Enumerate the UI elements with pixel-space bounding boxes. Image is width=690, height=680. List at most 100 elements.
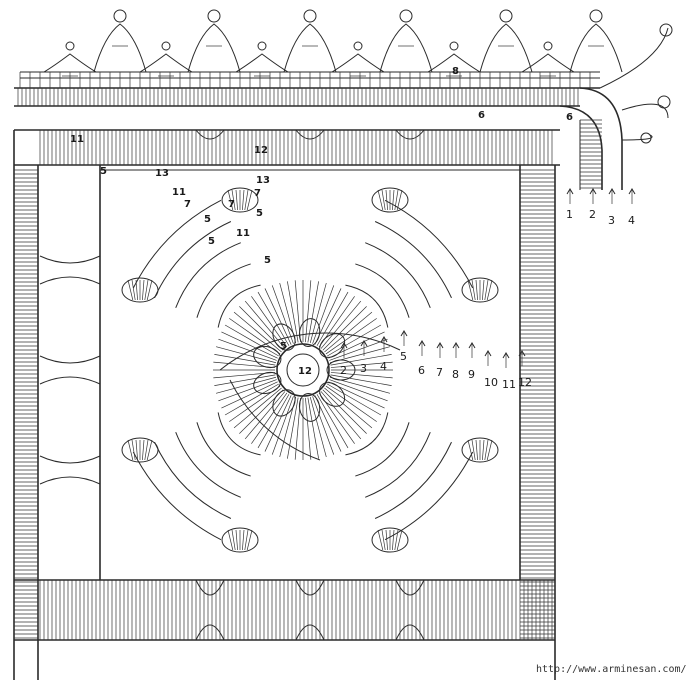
pineapple-shell (461, 437, 499, 463)
label-round-13b: 13 (256, 175, 270, 186)
label-radial-12: 12 (518, 376, 532, 389)
flower-petal (253, 345, 282, 369)
scallop-arc (43, 53, 97, 73)
fan-arch (374, 441, 452, 519)
chain-bow (395, 129, 425, 140)
radial-stitch (221, 381, 278, 409)
shell-stitch (467, 439, 474, 461)
radial-stitch (329, 379, 388, 402)
label-row-1: 1 (566, 208, 573, 221)
shell-stitch (381, 189, 386, 211)
pointer-arrow (502, 352, 510, 359)
pointer-arrow (418, 340, 426, 347)
shell-stitch (231, 189, 236, 211)
watermark: http://www.arminesan.com/ (536, 664, 687, 675)
radial-stitch (312, 396, 335, 455)
label-row-3: 3 (608, 214, 615, 227)
label-round-5e: 5 (264, 255, 271, 266)
radial-stitch (309, 282, 327, 344)
shell-stitch (135, 439, 138, 461)
radial-stitch (322, 306, 367, 351)
pineapple-shell (121, 277, 159, 303)
radial-stitch (221, 331, 278, 359)
center-flower (219, 318, 401, 461)
radial-stitch (214, 374, 276, 386)
radial-stitch (309, 396, 327, 458)
shell-stitch (486, 279, 493, 301)
shell-stitch (146, 439, 153, 461)
shell-stitch (227, 189, 234, 211)
pointer-arrow (468, 342, 476, 349)
label-round-7b: 7 (184, 199, 191, 210)
shell-stitch (244, 529, 249, 551)
label-round-5c: 5 (204, 214, 211, 225)
pineapple-shell (371, 527, 409, 553)
scallop-arc (139, 53, 193, 73)
shell-stitch (377, 529, 384, 551)
round-labels: 8 6 6 11 12 5 13 13 7 11 7 7 5 5 11 5 5 … (70, 66, 636, 391)
radial-stitch (316, 291, 349, 346)
pineapple-shell (221, 187, 259, 213)
scallop-arc (427, 53, 481, 73)
radial-stitch (327, 383, 382, 416)
shell-stitch (484, 439, 489, 461)
radial-stitch (264, 288, 292, 345)
picot-loop (543, 41, 553, 51)
pointer-arrow (484, 350, 492, 357)
flower-petal (272, 389, 296, 417)
radial-stitch (287, 397, 299, 459)
pointer-arrow (436, 342, 444, 349)
pineapple-shell (461, 277, 499, 303)
pointer-arrow (518, 350, 526, 357)
pointer-arrow (380, 336, 388, 343)
radial-stitch (271, 285, 294, 344)
radial-stitch (327, 324, 382, 357)
shell-stitch (385, 189, 388, 211)
radial-stitch (325, 318, 377, 355)
scallop-arc (283, 23, 337, 73)
shell-stitch (235, 529, 238, 551)
fan-arch (175, 242, 241, 308)
pointer-arrow (589, 188, 597, 195)
radial-stitch (329, 338, 388, 361)
label-round-11b: 11 (172, 187, 186, 198)
shell-stitch (381, 529, 386, 551)
shell-stitch (246, 529, 253, 551)
fan-arch (132, 199, 222, 289)
label-round-11a: 11 (70, 134, 84, 145)
flower-petal (319, 333, 346, 358)
label-round-13: 13 (155, 168, 169, 179)
shell-stitch (246, 189, 253, 211)
fan-arch (196, 422, 251, 477)
label-round-8: 8 (452, 66, 459, 77)
shell-stitch (486, 439, 493, 461)
shell-stitch (142, 279, 145, 301)
picot-loop (399, 9, 413, 23)
radial-stitch (320, 300, 362, 349)
radial-stitch (312, 285, 335, 344)
scallop-arc (569, 23, 623, 73)
scallop-arc (187, 23, 241, 73)
label-round-12b: 12 (298, 366, 312, 377)
radial-stitch (305, 397, 312, 460)
shell-stitch (392, 189, 395, 211)
corner-edging (559, 23, 673, 190)
label-radial-7: 7 (436, 366, 443, 379)
picot-loop (353, 41, 363, 51)
radial-stitch (324, 311, 373, 353)
label-radial-4: 4 (380, 360, 387, 373)
radial-stitch (218, 338, 277, 361)
fan-arch (175, 432, 241, 498)
fan-arch (355, 422, 410, 477)
flower-petal (298, 318, 321, 347)
top-edging (14, 9, 623, 107)
radial-stitch (251, 392, 288, 444)
shell-stitch (142, 439, 145, 461)
label-round-11c: 11 (236, 228, 250, 239)
radial-stitch (271, 396, 294, 455)
label-radial-2: 2 (340, 364, 347, 377)
radial-stitch (325, 385, 377, 422)
fan-arch (345, 284, 389, 328)
shell-stitch (242, 529, 245, 551)
radial-stitch (316, 394, 349, 449)
